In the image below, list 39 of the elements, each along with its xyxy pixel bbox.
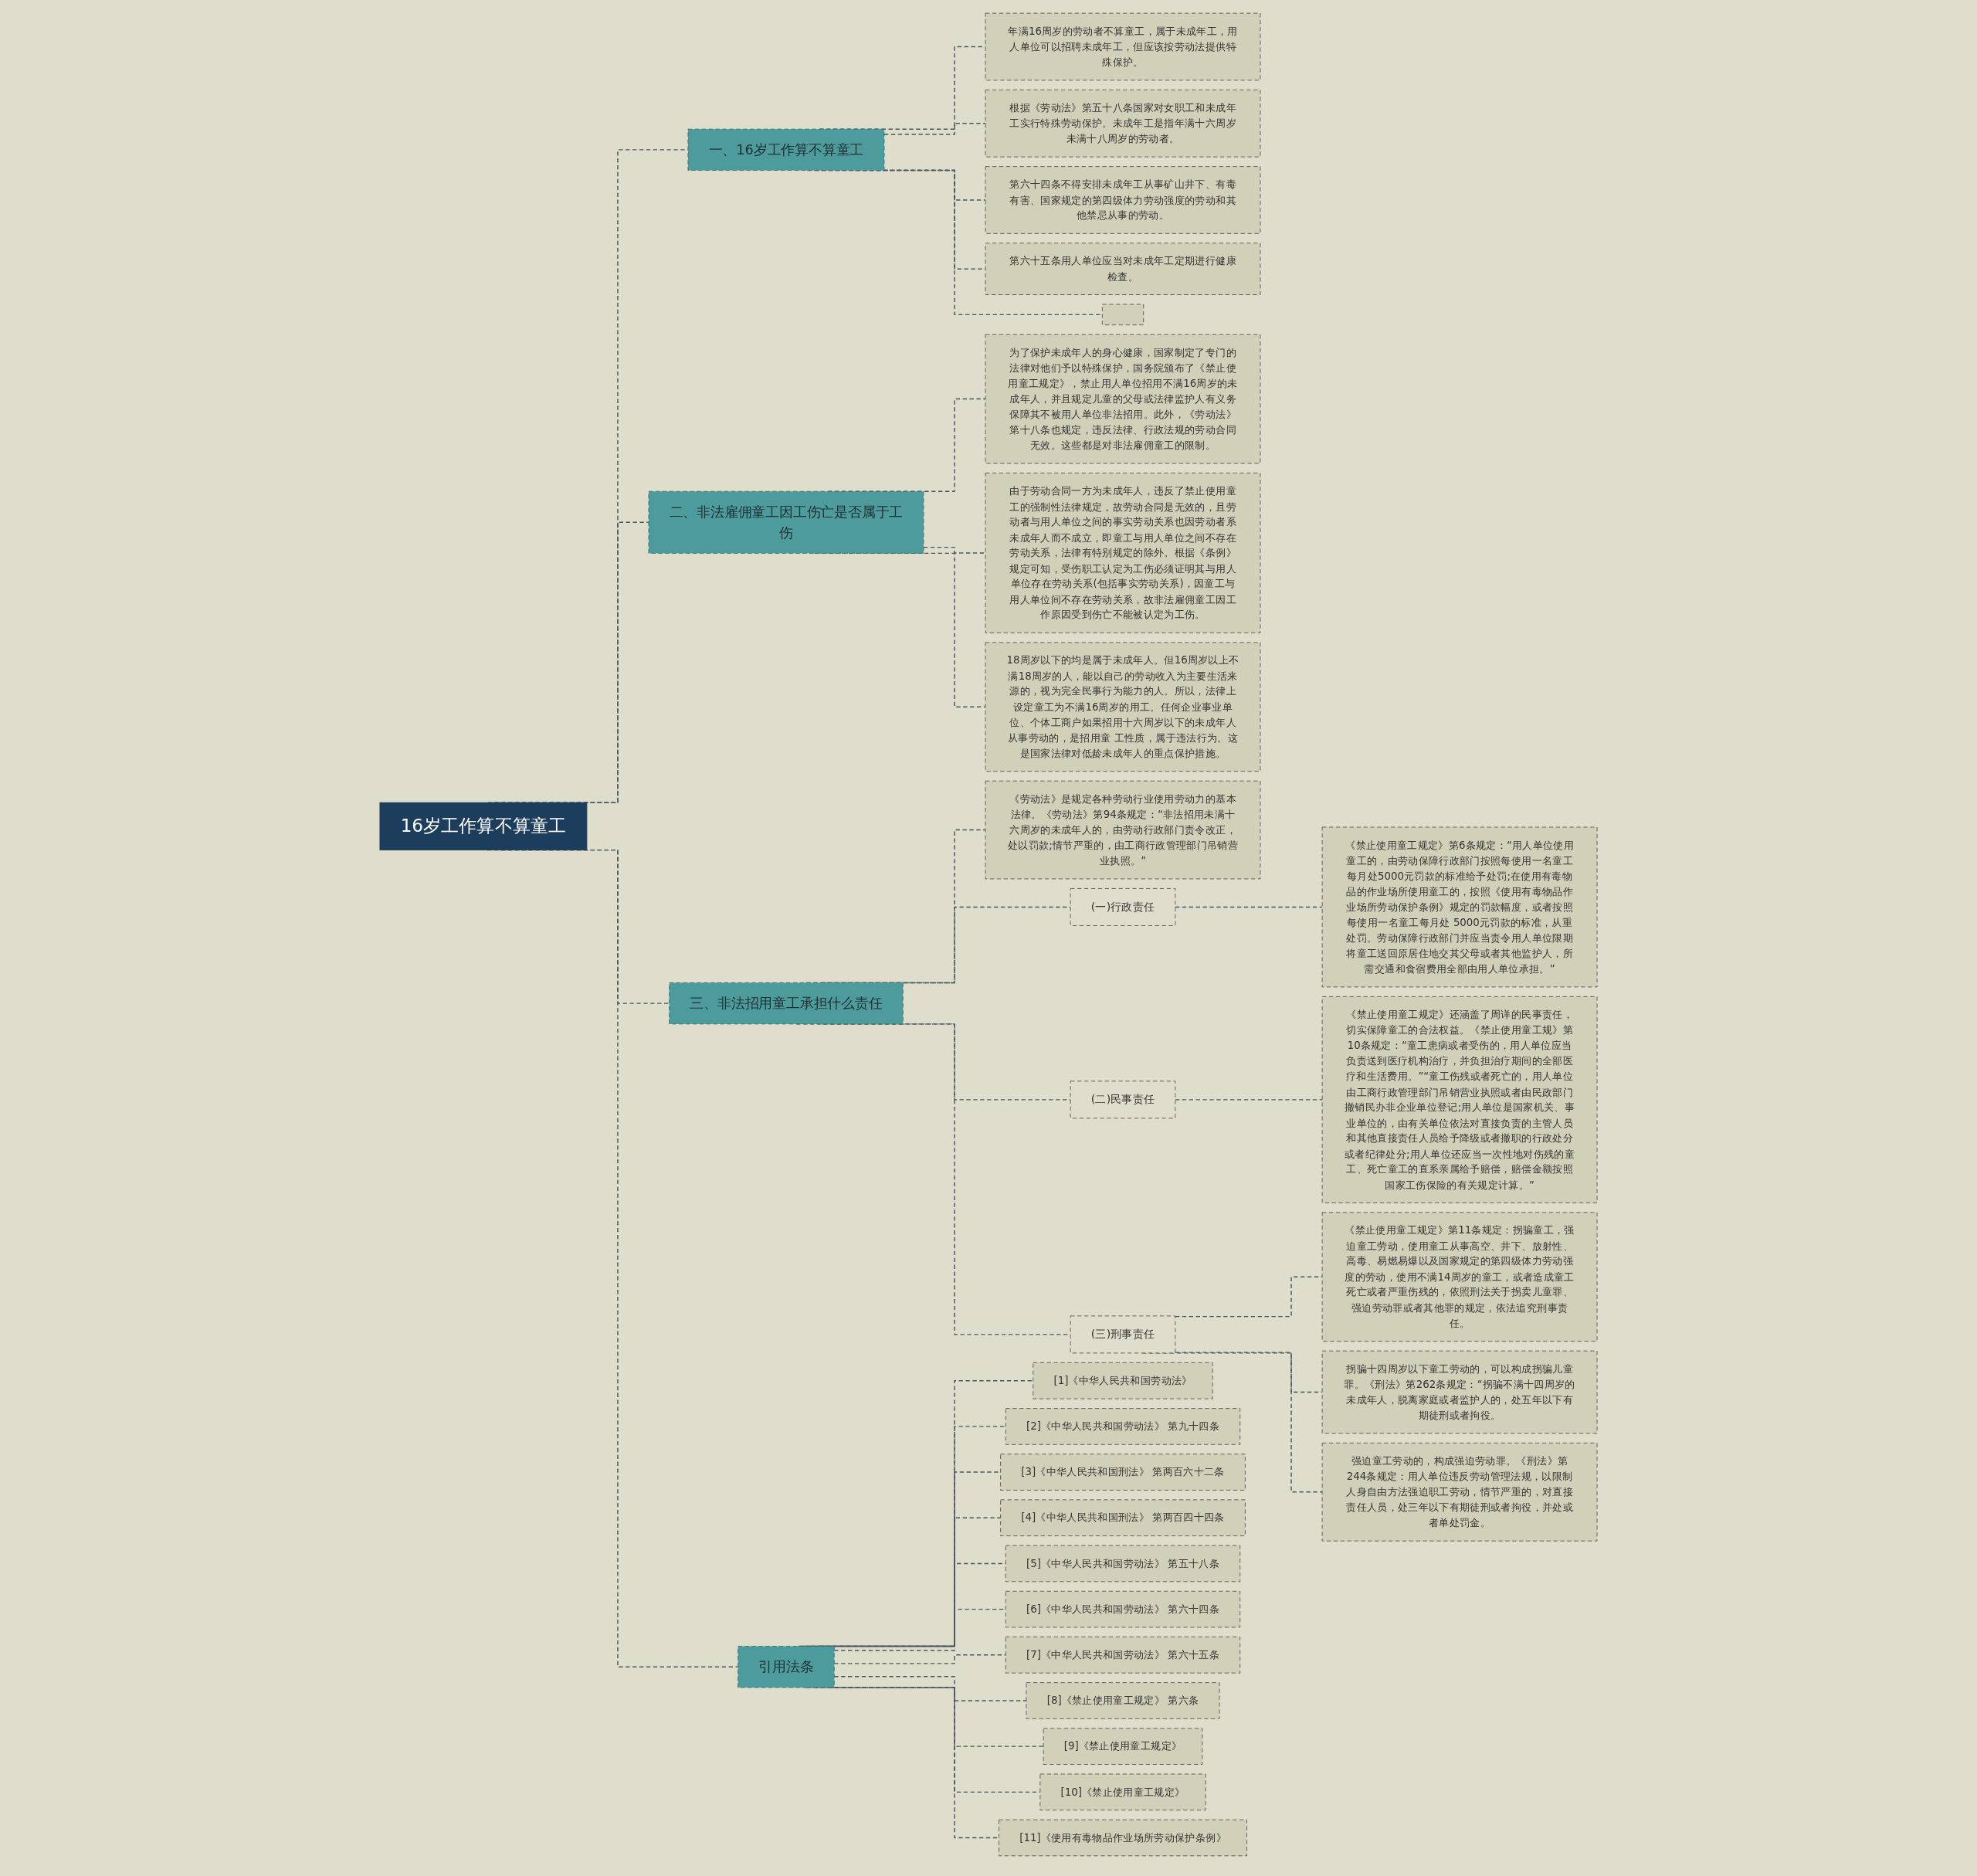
node-box: (二)民事责任 [1070,1080,1176,1119]
node-box: [1]《中华人民共和国劳动法》 [1033,1362,1213,1399]
node-box: 引用法条 [738,1646,835,1688]
node-box: [11]《使用有毒物品作业场所劳动保护条例》 [999,1819,1247,1857]
connector [1175,906,1323,908]
node-box: 《禁止使用童工规定》还涵盖了周详的民事责任，切实保障童工的合法权益。《禁止使用童工规》第10条规定：“童工患病或者受伤的，用人单位应当负责送到医疗机构治疗，并负担治疗期间的全部医疗和生活费用。”“童工伤残或者死亡的，用人单位由工商行政管理部门吊销营业执照或者由民政部门撤销民办非企业单位登记;用人单位是国家机关、事业单位的，由有关单位依法对直接负责的主管人员和其他直接责任人员给予降级或者撤职的行政处分或者纪律处分;用人单位还应当一次性地对伤残的童工、死亡童工的直系亲属给予赔偿，赔偿金额按照国家工伤保险的有关规定计算。” [1321,996,1598,1203]
connector [1175,1099,1323,1101]
node-box: 三、非法招用童工承担什么责任 [669,982,904,1025]
node-box: 二、非法雇佣童工因工伤亡是否属于工伤 [648,490,924,554]
node-box: [8]《禁止使用童工规定》 第六条 [1026,1682,1220,1719]
node-box [1101,304,1144,326]
node-box: [10]《禁止使用童工规定》 [1039,1773,1206,1811]
node-box: (三)刑事责任 [1070,1315,1176,1354]
node-box: 年满16周岁的劳动者不算童工，属于未成年工，用人单位可以招聘未成年工，但应该按劳动法提供特殊保护。 [985,12,1261,81]
node-box: 一、16岁工作算不算童工 [687,128,885,171]
node-box: 强迫童工劳动的，构成强迫劳动罪。《刑法》第244条规定：用人单位违反劳动管理法规，以限制人身自由方法强迫职工劳动，情节严重的，对直接责任人员，处三年以下有期徒刑或者拘役，并处或者单处罚金。 [1321,1442,1598,1542]
node-box: [4]《中华人民共和国刑法》 第两百四十四条 [1000,1499,1246,1537]
node-box: 《禁止使用童工规定》第6条规定：“用人单位使用童工的，由劳动保障行政部门按照每使用一名童工每月处5000元罚款的标准给予处罚;在使用有毒物品的作业场所使用童工的，按照《使用有毒物品作业场所劳动保护条例》规定的罚款幅度，或者按照每使用一名童工每月处 5000元罚款的标准，从重处罚。劳动保障行政部门并应当责令用人单位限期将童工送回原居住地交其父母或者其他监护人，所需交通和食宿费用全部由用人单位承担。” [1321,826,1598,988]
node-box: [5]《中华人民共和国劳动法》 第五十八条 [1005,1545,1241,1583]
node-box: [7]《中华人民共和国劳动法》 第六十五条 [1005,1637,1241,1674]
node-box: 第六十四条不得安排未成年工从事矿山井下、有毒有害、国家规定的第四级体力劳动强度的劳动和其他禁忌从事的劳动。 [985,166,1261,234]
node-box: [9]《禁止使用童工规定》 [1043,1728,1203,1765]
node-box: 16岁工作算不算童工 [379,802,588,851]
node-box: [3]《中华人民共和国刑法》 第两百六十二条 [1000,1454,1246,1491]
node-box: [2]《中华人民共和国劳动法》 第九十四条 [1005,1408,1241,1445]
node-box: 根据《劳动法》第五十八条国家对女职工和未成年工实行特殊劳动保护。未成年工是指年满十六周岁未满十八周岁的劳动者。 [985,89,1261,158]
node-box: 《劳动法》是规定各种劳动行业使用劳动力的基本法律。《劳动法》第94条规定：“非法招用未满十六周岁的未成年人的，由劳动行政部门责令改正，处以罚款;情节严重的，由工商行政管理部门吊销营业执照。” [985,780,1261,880]
connector [833,1654,1006,1664]
node-box: 拐骗十四周岁以下童工劳动的，可以构成拐骗儿童罪。《刑法》第262条规定：“拐骗不满十四周岁的未成年人，脱离家庭或者监护人的，处五年以下有期徒刑或者拘役。 [1321,1350,1598,1434]
node-box: 由于劳动合同一方为未成年人，违反了禁止使用童工的强制性法律规定，故劳动合同是无效的，且劳动者与用人单位之间的事实劳动关系也因劳动者系未成年人而不成立，即童工与用人单位之间不存在劳动关系，法律有特别规定的除外。根据《条例》规定可知，受伤职工认定为工伤必须证明其与用人单位存在劳动关系(包括事实劳动关系)，因童工与用人单位间不存在劳动关系，故非法雇佣童工因工作原因受到伤亡不能被认定为工伤。 [985,473,1261,633]
connector [923,546,986,554]
node-box: 《禁止使用童工规定》第11条规定：拐骗童工，强迫童工劳动，使用童工从事高空、井下、放射性、高毒、易燃易爆以及国家规定的第四级体力劳动强度的劳动，使用不满14周岁的童工，或者造成童工死亡或者严重伤残的，依照刑法关于拐卖儿童罪、强迫劳动罪或者其他罪的规定，依法追究刑事责任。 [1321,1212,1598,1342]
connector [883,123,986,135]
node-box: 18周岁以下的均是属于未成年人。但16周岁以上不满18周岁的人，能以自己的劳动收入为主要生活来源的，视为完全民事行为能力的人。所以，法律上设定童工为不满16周岁的用工。任何企业事业单位、个体工商户如果招用十六周岁以下的未成年人从事劳动的，是招用童 工性质，属于违法行为。这是国家法律对低龄未成年人的重点保护措施。 [985,642,1261,772]
node-box: 第六十五条用人单位应当对未成年工定期进行健康检查。 [985,243,1261,295]
node-box: [6]《中华人民共和国劳动法》 第六十四条 [1005,1590,1241,1628]
connector [833,1676,1027,1701]
node-box: 为了保护未成年人的身心健康，国家制定了专门的法律对他们予以特殊保护，国务院颁布了《禁止使用童工规定》，禁止用人单位招用不满16周岁的未成年人，并且规定儿童的父母或法律监护人有义务保障其不被用人单位非法招用。此外，《劳动法》第十八条也规定，违反法律、行政法规的劳动合同无效。这些都是对非法雇佣童工的限制。 [985,334,1261,464]
node-box: (一)行政责任 [1070,888,1176,926]
